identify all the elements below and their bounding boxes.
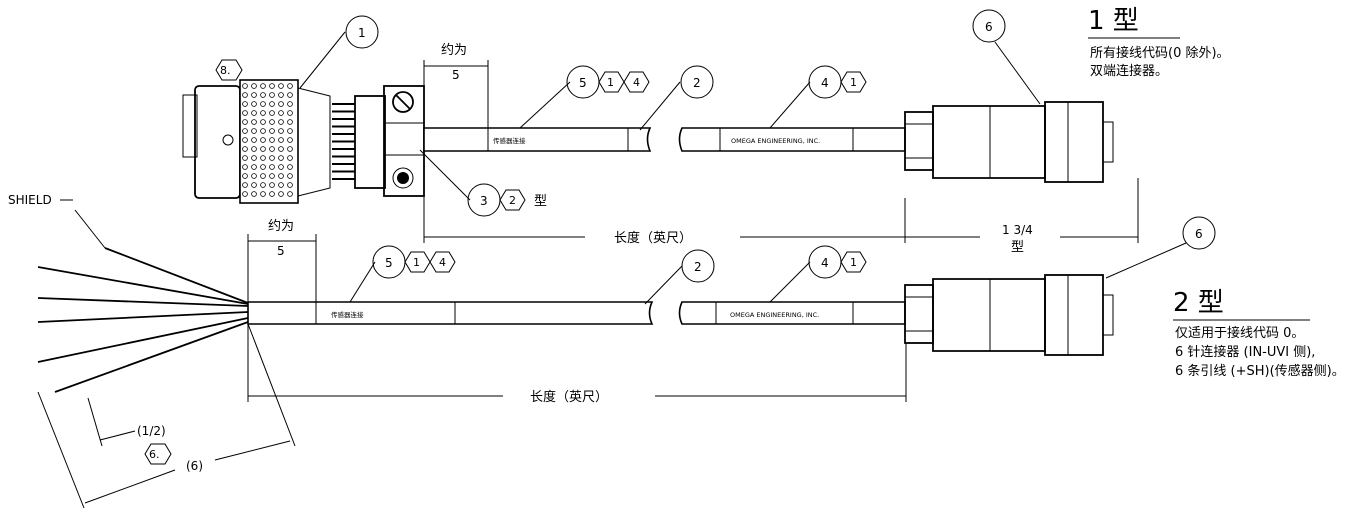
svg-text:2: 2 — [694, 260, 702, 274]
svg-text:6: 6 — [985, 20, 993, 34]
flying-leads: SHIELD — [8, 193, 249, 393]
top-cable: 传感器连接 OMEGA ENGINEERING, INC. — [423, 127, 906, 152]
callout-5-1-4-top: 5 1 4 — [519, 65, 650, 129]
svg-text:4: 4 — [821, 256, 829, 270]
hex-tag-8: 8. — [215, 59, 243, 81]
dim-approx-5-bottom: 约为 5 — [247, 219, 317, 302]
top-length-label: 长度（英尺） — [614, 230, 692, 246]
one-three-quarter-type: 型 — [1011, 240, 1024, 255]
svg-text:4: 4 — [633, 76, 640, 89]
svg-text:2: 2 — [693, 76, 701, 90]
type2-note-1: 仅适用于接线代码 0。 — [1175, 325, 1304, 341]
callout-4-1-bottom: 4 1 — [769, 245, 867, 303]
svg-text:1: 1 — [413, 256, 420, 269]
type2-title: 2 型 — [1173, 288, 1224, 318]
bottom-cable: 传感器连接 OMEGA ENGINEERING, INC. — [247, 301, 906, 325]
m12-connector-bottom — [904, 274, 1114, 356]
one-three-quarter-label: 1 3/4 — [1002, 223, 1033, 237]
callout-3-2-type: 3 2 型 — [419, 149, 547, 217]
m12-connector-top — [904, 101, 1114, 183]
type1-note-1: 所有接线代码(0 除外)。 — [1090, 45, 1230, 61]
top-sensor-label: 传感器连接 — [493, 136, 526, 145]
bottom-approx-label: 约为 — [268, 219, 294, 234]
svg-text:1: 1 — [850, 256, 857, 269]
callout-1: 1 — [299, 15, 379, 89]
svg-text:1: 1 — [607, 76, 614, 89]
dim-approx-5-top: 约为 5 — [423, 43, 489, 128]
svg-text:6: 6 — [1195, 227, 1203, 241]
bottom-omega-label: OMEGA ENGINEERING, INC. — [730, 311, 819, 319]
callout-4-1-top: 4 1 — [769, 65, 867, 129]
svg-text:3: 3 — [480, 194, 488, 208]
svg-text:5: 5 — [385, 256, 393, 270]
circular-connector-left — [182, 79, 386, 204]
type2-note-3: 6 条引线 (+SH)(传感器侧)。 — [1175, 363, 1345, 379]
bottom-approx-value: 5 — [277, 244, 285, 258]
shield-label: SHIELD — [8, 193, 52, 207]
svg-text:型: 型 — [534, 194, 547, 209]
dim-length-top: 长度（英尺） 1 3/4 型 — [423, 178, 1139, 255]
svg-text:8.: 8. — [220, 64, 231, 77]
svg-text:1: 1 — [358, 26, 366, 40]
half-inch-label: (1/2) — [137, 424, 166, 438]
callout-6-bottom: 6 — [1105, 216, 1216, 279]
svg-text:1: 1 — [850, 76, 857, 89]
top-approx-label: 约为 — [441, 43, 467, 58]
bottom-sensor-label: 传感器连接 — [331, 310, 364, 319]
svg-text:5: 5 — [579, 76, 587, 90]
callout-5-1-4-bottom: 5 1 4 — [349, 245, 456, 303]
type1-note-2: 双端连接器。 — [1090, 63, 1168, 79]
six-inch-label: (6) — [186, 459, 203, 473]
type2-note-2: 6 针连接器 (IN-UVI 侧), — [1175, 344, 1315, 360]
svg-text:2: 2 — [509, 194, 516, 207]
callout-6-top: 6 — [972, 9, 1041, 105]
top-omega-label: OMEGA ENGINEERING, INC. — [731, 137, 820, 145]
svg-text:4: 4 — [821, 76, 829, 90]
bottom-length-label: 长度（英尺） — [530, 389, 608, 405]
dim-strip-lengths: (1/2) (6) — [37, 323, 296, 509]
type1-title: 1 型 — [1088, 6, 1139, 36]
svg-text:6.: 6. — [149, 448, 160, 461]
callout-2-bottom: 2 — [644, 249, 715, 305]
dim-length-bottom: 长度（英尺） — [247, 324, 907, 405]
cable-clamp — [383, 85, 425, 197]
hex-tag-6: 6. — [144, 443, 172, 465]
top-approx-value: 5 — [452, 68, 460, 82]
callout-2-top: 2 — [639, 65, 714, 131]
svg-text:4: 4 — [439, 256, 446, 269]
